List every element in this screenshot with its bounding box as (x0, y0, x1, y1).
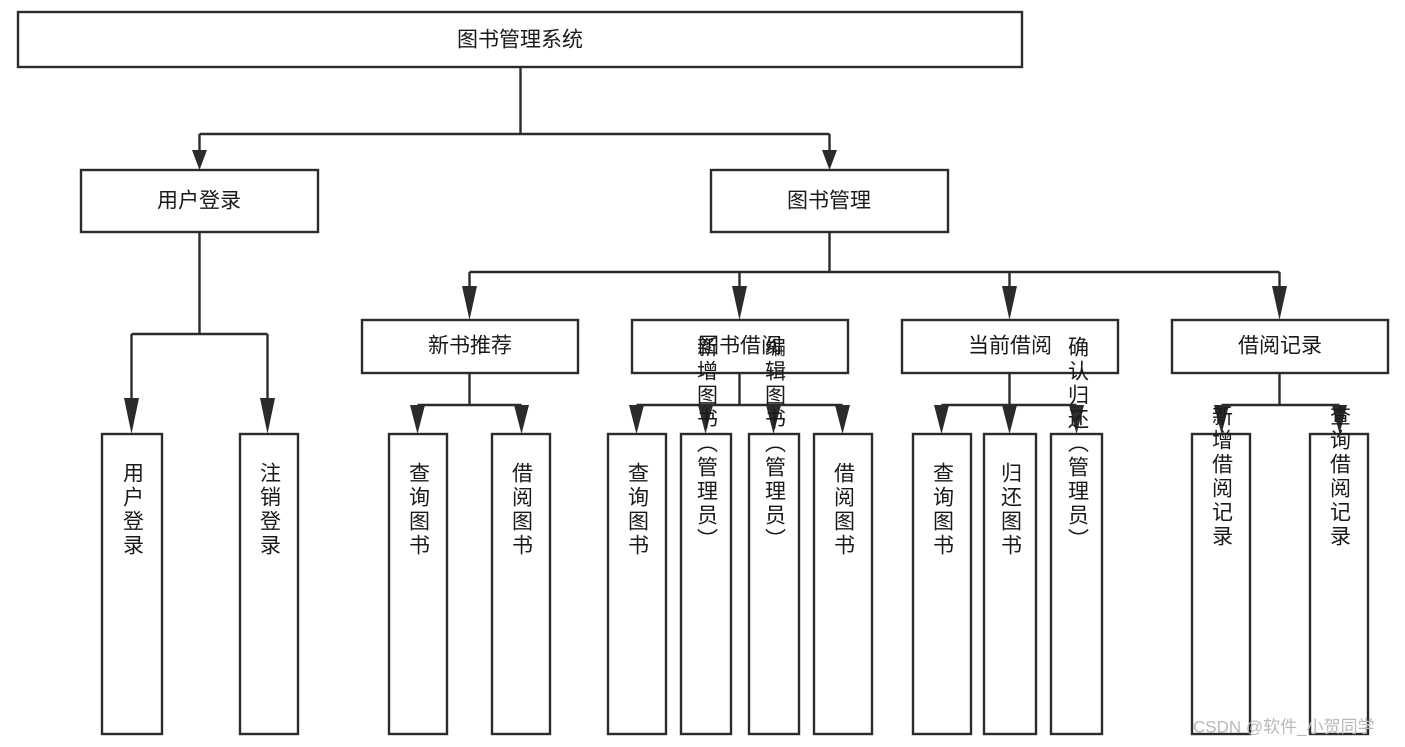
node-book-manage[interactable]: 图书管理 (709, 168, 950, 234)
node-leaf-user-login-label: 用户登录 (121, 462, 145, 558)
arrow-head-leaf-add-record (1214, 405, 1229, 434)
arrow-head-leaf-borrow-book-1 (514, 405, 529, 434)
node-root[interactable]: 图书管理系统 (16, 10, 1024, 69)
arrow-head-leaf-query-book-2 (629, 405, 644, 434)
node-leaf-return-book-label: 归还图书 (999, 462, 1023, 558)
node-leaf-add-book[interactable]: 新增图书（管理员） (679, 336, 733, 736)
node-user-login-box[interactable] (79, 168, 320, 234)
node-borrow-record-box[interactable] (1170, 318, 1390, 375)
node-leaf-add-record-label: 新增借阅记录 (1210, 405, 1234, 549)
node-leaf-borrow-book-1-label: 借阅图书 (510, 462, 534, 558)
arrow-head-current-borrow (1002, 286, 1017, 320)
node-leaf-query-book-2[interactable]: 查询图书 (606, 432, 668, 736)
node-user-login-label: 用户登录 (157, 190, 241, 213)
node-leaf-query-book-1[interactable]: 查询图书 (387, 432, 449, 736)
node-leaf-add-book-box[interactable] (679, 432, 733, 736)
node-leaf-query-book-3[interactable]: 查询图书 (911, 432, 973, 736)
node-root-box[interactable] (16, 10, 1024, 69)
node-leaf-borrow-book-1[interactable]: 借阅图书 (490, 432, 552, 736)
node-leaf-confirm-return-label: 确认归还（管理员） (1066, 336, 1090, 552)
node-leaf-add-record[interactable]: 新增借阅记录 (1190, 405, 1252, 736)
node-leaf-confirm-return[interactable]: 确认归还（管理员） (1049, 336, 1104, 736)
node-book-borrow-box[interactable] (630, 318, 850, 375)
node-new-book-recommend[interactable]: 新书推荐 (360, 318, 580, 375)
node-book-manage-label: 图书管理 (787, 190, 871, 213)
node-leaf-query-record[interactable]: 查询借阅记录 (1308, 405, 1370, 736)
arrow-head-leaf-confirm-return (1069, 405, 1084, 434)
arrow-head-book-manage (822, 150, 837, 170)
node-leaf-query-book-1-box[interactable] (387, 432, 449, 736)
node-new-book-recommend-label: 新书推荐 (428, 335, 512, 358)
node-leaf-query-record-label: 查询借阅记录 (1328, 405, 1352, 549)
arrow-head-leaf-user-logout (260, 398, 275, 434)
arrow-head-leaf-edit-book (766, 405, 781, 434)
node-leaf-borrow-book-1-box[interactable] (490, 432, 552, 736)
connector-layer (124, 67, 1347, 434)
node-leaf-confirm-return-box[interactable] (1049, 432, 1104, 736)
node-leaf-borrow-book-2[interactable]: 借阅图书 (812, 432, 874, 736)
node-current-borrow-box[interactable] (900, 318, 1120, 375)
arrow-head-user-login (192, 150, 207, 170)
arrow-head-book-borrow (732, 286, 747, 320)
node-leaf-query-book-3-box[interactable] (911, 432, 973, 736)
node-leaf-return-book-box[interactable] (982, 432, 1038, 736)
node-book-borrow-label: 图书借阅 (698, 335, 782, 358)
node-leaf-edit-book[interactable]: 编辑图书（管理员） (747, 336, 801, 736)
node-current-borrow-label: 当前借阅 (968, 335, 1052, 358)
node-book-borrow[interactable]: 图书借阅 (630, 318, 850, 375)
node-leaf-user-login-box[interactable] (100, 432, 164, 736)
arrow-head-new-book-recommend (462, 286, 477, 320)
arrow-head-leaf-return-book (1002, 405, 1017, 434)
node-current-borrow[interactable]: 当前借阅 (900, 318, 1120, 375)
arrow-head-leaf-query-record (1332, 405, 1347, 434)
node-leaf-return-book[interactable]: 归还图书 (982, 432, 1038, 736)
node-leaf-user-logout[interactable]: 注销登录 (238, 432, 300, 736)
node-root-label: 图书管理系统 (457, 29, 583, 52)
node-borrow-record-label: 借阅记录 (1238, 335, 1322, 358)
node-leaf-query-book-1-label: 查询图书 (407, 462, 431, 558)
arrow-head-borrow-record (1272, 286, 1287, 320)
node-new-book-recommend-box[interactable] (360, 318, 580, 375)
node-leaf-query-book-2-label: 查询图书 (626, 462, 650, 558)
node-user-login[interactable]: 用户登录 (79, 168, 320, 234)
node-leaf-borrow-book-2-box[interactable] (812, 432, 874, 736)
node-borrow-record[interactable]: 借阅记录 (1170, 318, 1390, 375)
arrow-head-leaf-borrow-book-2 (835, 405, 850, 434)
node-book-manage-box[interactable] (709, 168, 950, 234)
arrow-head-leaf-query-book-3 (934, 405, 949, 434)
arrow-head-leaf-add-book (698, 405, 713, 434)
node-leaf-user-login[interactable]: 用户登录 (100, 432, 164, 736)
node-leaf-query-book-2-box[interactable] (606, 432, 668, 736)
node-leaf-query-record-box[interactable] (1308, 432, 1370, 736)
csdn-watermark: CSDN @软件_小贺同学 (1193, 717, 1375, 736)
node-leaf-user-logout-label: 注销登录 (258, 462, 282, 558)
arrow-head-leaf-user-login (124, 398, 139, 434)
arrow-head-leaf-query-book-1 (410, 405, 425, 434)
node-leaf-edit-book-label: 编辑图书（管理员） (763, 336, 787, 552)
node-leaf-edit-book-box[interactable] (747, 432, 801, 736)
node-leaf-borrow-book-2-label: 借阅图书 (832, 462, 856, 558)
node-leaf-add-record-box[interactable] (1190, 432, 1252, 736)
node-leaf-add-book-label: 新增图书（管理员） (695, 336, 719, 552)
node-leaf-query-book-3-label: 查询图书 (931, 462, 955, 558)
node-leaf-user-logout-box[interactable] (238, 432, 300, 736)
